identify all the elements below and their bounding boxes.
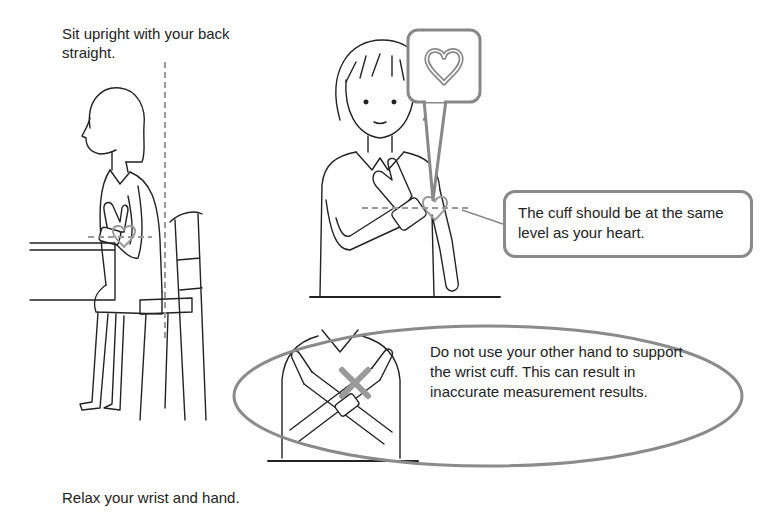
warning-ellipse: Do not use your other hand to support th… [232,324,744,468]
arm [304,372,392,444]
leader-line [462,210,503,224]
hanging-arm [432,190,458,296]
horizontal-guide [88,236,152,238]
face [346,80,414,138]
hand [292,351,312,384]
hand [372,349,392,380]
wrist-cuff [390,196,427,231]
instruction-text: Sit upright with your back straight. [62,24,262,62]
heart-bubble [408,30,480,102]
table [30,243,115,300]
heart-icon-inner [427,50,461,83]
bangs [346,54,404,82]
node-text: Do not use your other hand to support th… [430,342,685,402]
torso [320,152,440,296]
chair-back [170,212,206,420]
wrist-cuff [334,393,360,417]
face [82,118,116,154]
floor-line [310,296,500,298]
instruction-text: Relax your wrist and hand. [62,488,362,507]
vertical-guide [164,62,166,340]
heart-symbol [113,226,135,247]
horizontal-guide [362,207,470,209]
bubble-tail-cover [426,98,444,102]
neck [112,152,128,172]
callout-box: The cuff should be at the same level as … [503,190,753,258]
torso [282,336,400,458]
seated-woman [30,88,206,420]
bubble-tail [424,100,446,200]
mouth [374,122,386,124]
ellipse-border [234,326,742,466]
node-text: The cuff should be at the same level as … [518,203,738,243]
collar [110,170,130,184]
eye [392,100,396,104]
legs [80,312,124,410]
wrong-mark [342,370,368,396]
heart-symbol [423,197,447,220]
hair [89,88,144,162]
heart-icon [427,50,461,83]
neck [368,136,392,152]
eye [364,100,368,104]
arm [112,186,142,258]
